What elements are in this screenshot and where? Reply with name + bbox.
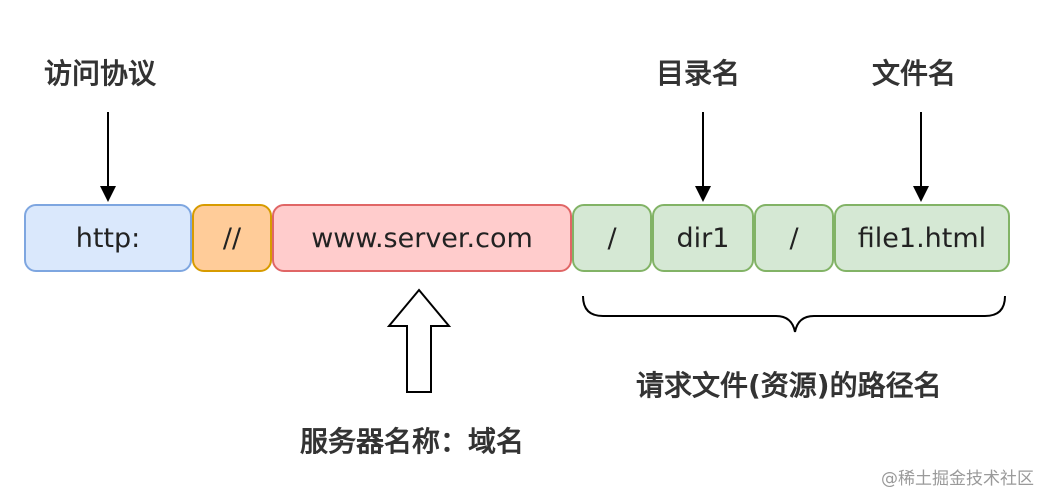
- server-segment: www.server.com: [272, 204, 572, 272]
- file-segment: file1.html: [834, 204, 1010, 272]
- domain-label: 服务器名称：域名: [300, 425, 525, 458]
- directory-label: 目录名: [656, 57, 741, 90]
- file-label: 文件名: [872, 57, 957, 90]
- file-arrow: [913, 112, 929, 202]
- domain-hollow-arrow: [386, 288, 452, 393]
- slash-segment-2: /: [754, 204, 834, 272]
- directory-arrow: [695, 112, 711, 202]
- slash-segment-1: /: [572, 204, 652, 272]
- dir-segment: dir1: [652, 204, 754, 272]
- protocol-segment: http:: [24, 204, 192, 272]
- double-slash-segment: //: [192, 204, 272, 272]
- watermark: @稀土掘金技术社区: [881, 469, 1034, 489]
- path-brace: [582, 295, 1006, 333]
- path-label: 请求文件(资源)的路径名: [636, 369, 942, 402]
- protocol-arrow: [100, 112, 116, 202]
- protocol-label: 访问协议: [44, 57, 157, 90]
